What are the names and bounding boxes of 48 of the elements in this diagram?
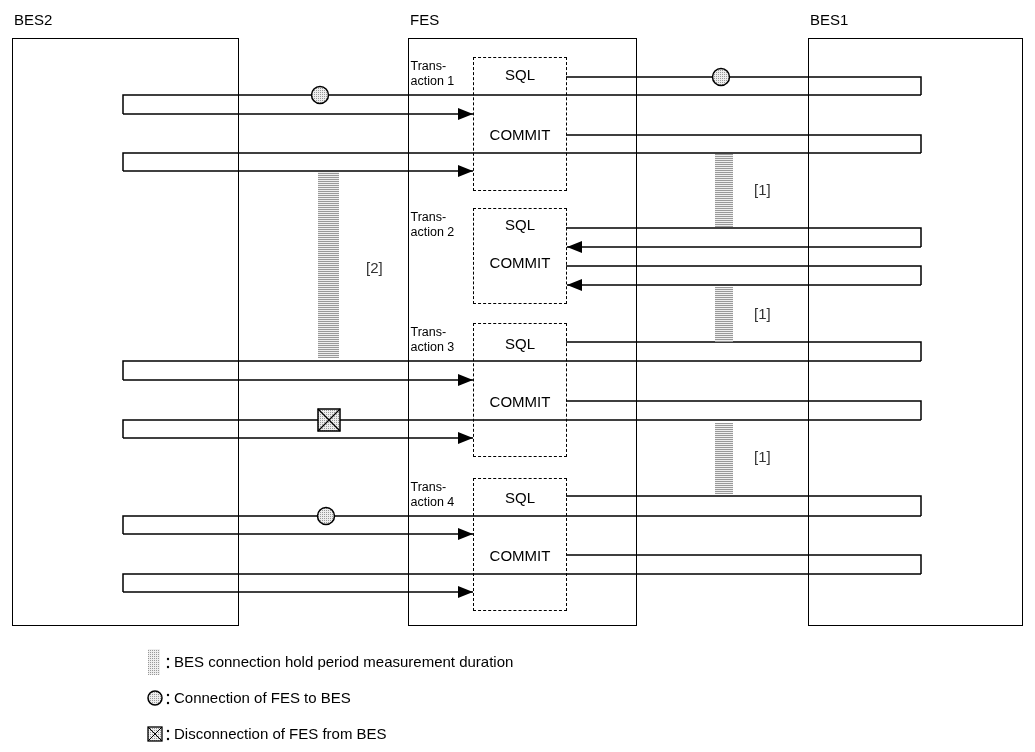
connector-line [122, 360, 922, 381]
legend-text: Connection of FES to BES [174, 689, 351, 707]
duration-label: [2] [366, 259, 383, 277]
duration-bar [715, 154, 733, 227]
step-label: SQL [477, 335, 563, 353]
server-label: BES1 [810, 11, 849, 29]
server-label: FES [410, 11, 440, 29]
connector-line [122, 515, 922, 535]
duration-label: [1] [754, 181, 771, 199]
duration-label: [1] [754, 305, 771, 323]
connector-line [122, 573, 922, 593]
step-label: COMMIT [477, 126, 563, 144]
arrow [122, 165, 474, 177]
step-label: COMMIT [477, 547, 563, 565]
arrow [566, 241, 922, 253]
connector-line [565, 495, 922, 517]
connector-line [122, 152, 922, 172]
connector-line [565, 554, 922, 575]
duration-bar [715, 423, 733, 494]
arrow [122, 374, 474, 386]
legend-text: Disconnection of FES from BES [174, 725, 387, 743]
arrow [122, 528, 474, 540]
server-label: BES2 [14, 11, 53, 29]
transaction-label: Trans- action 4 [410, 479, 456, 510]
connector-line [122, 94, 922, 115]
arrow [122, 586, 474, 598]
transaction-label: Trans- action 3 [410, 324, 456, 355]
step-label: COMMIT [477, 254, 563, 272]
arrow [122, 432, 474, 444]
connector-line [122, 419, 922, 439]
connector-line [565, 400, 922, 421]
arrow [566, 279, 922, 291]
transaction-label: Trans- action 2 [410, 209, 456, 240]
connector-line [565, 265, 922, 286]
step-label: SQL [477, 66, 563, 84]
step-label: COMMIT [477, 393, 563, 411]
connector-line [565, 227, 922, 248]
step-label: SQL [477, 216, 563, 234]
transaction-label: Trans- action 1 [410, 58, 456, 89]
duration-bar [715, 287, 733, 342]
duration-bar [318, 172, 339, 358]
connector-line [565, 341, 922, 362]
legend-text: BES connection hold period measurement duration [174, 653, 514, 671]
arrow [122, 108, 474, 120]
step-label: SQL [477, 489, 563, 507]
connector-line [565, 134, 922, 154]
duration-label: [1] [754, 448, 771, 466]
connector-line [565, 76, 922, 96]
